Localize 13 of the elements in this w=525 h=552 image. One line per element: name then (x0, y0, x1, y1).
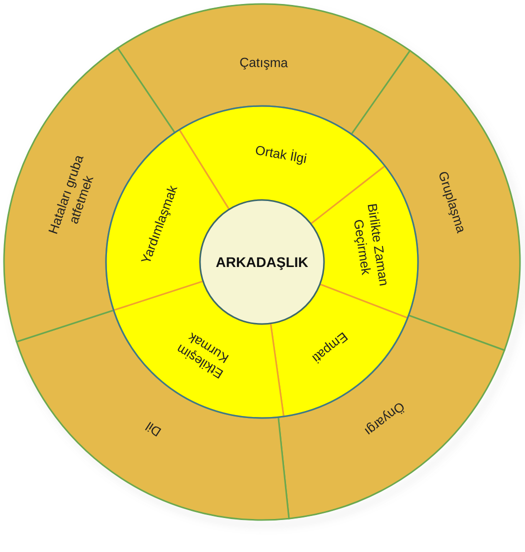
segment-label: Dil (142, 418, 164, 440)
ring-segment (278, 314, 506, 520)
segment-label: Ortak İlgi (254, 142, 308, 166)
ring-segment (310, 165, 419, 319)
ring-segment (4, 47, 176, 342)
ring-segment (16, 309, 290, 521)
ring-segment (116, 3, 411, 135)
center-circle (199, 199, 325, 325)
segment-label: Birlikte Zaman Geçirmek (350, 202, 392, 287)
ring-segment (350, 50, 521, 351)
ring-segment (112, 280, 284, 419)
segment-label: Çatışma (239, 54, 288, 70)
center-label: ARKADAŞLIK (216, 254, 308, 270)
